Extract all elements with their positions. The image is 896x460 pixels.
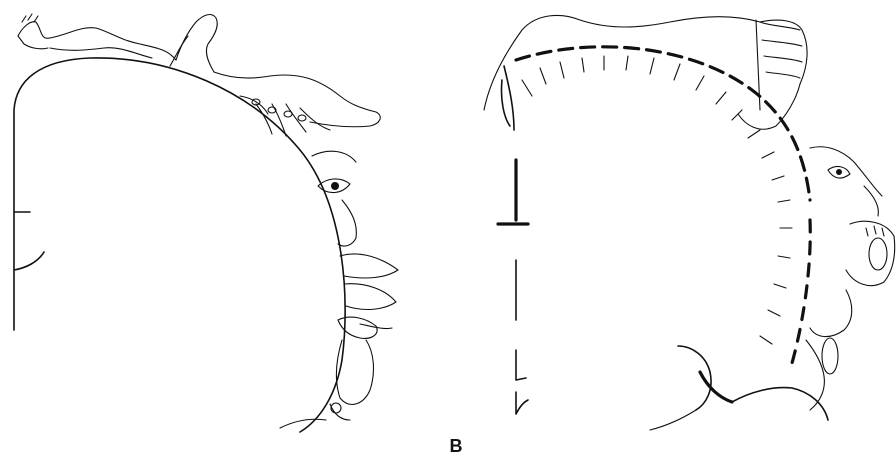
diagram-panel-b [470, 0, 896, 440]
midline-notch [14, 252, 44, 270]
homunculus-drawing-b [470, 0, 896, 440]
fingernail [284, 111, 292, 117]
figure-leg [18, 22, 176, 60]
midline-marker [516, 350, 526, 380]
cortex-dashed-arc [516, 47, 810, 200]
figure-base [280, 419, 326, 428]
figure-hand-b [760, 22, 802, 78]
figure-throat-detail [822, 338, 838, 374]
figure-jaw-b [810, 290, 852, 337]
radial-ticks [522, 56, 792, 344]
figure-toes [22, 14, 38, 22]
figure-chin-detail [331, 403, 341, 413]
cortex-edge-left [504, 66, 514, 130]
figure-pupil [331, 182, 339, 190]
figure-teeth [866, 226, 884, 236]
fingernail [298, 115, 306, 121]
figure-mouth-cavity [869, 238, 887, 270]
figure-lower-lip [344, 284, 396, 310]
figure-throat [336, 340, 373, 404]
figure-shoulder [214, 72, 380, 127]
diagram-panel-a [0, 0, 420, 440]
figure-foot [18, 36, 48, 49]
figure-brow [312, 151, 356, 162]
figure-upper-lip [340, 254, 398, 278]
figure-nose-b [864, 186, 878, 216]
figure-leg-lower [50, 48, 152, 58]
figure-head-b [810, 147, 882, 196]
bottom-junction [700, 372, 732, 402]
panel-b-label: B [436, 436, 476, 457]
cortex-dashed-arc-lower [790, 220, 810, 370]
bottom-form [678, 346, 711, 410]
homunculus-drawing-a [0, 0, 420, 440]
figure-arm [176, 15, 217, 72]
figure-pupil-b [836, 169, 842, 175]
figure-nose [338, 200, 356, 246]
hemisphere-outline [14, 58, 345, 432]
midline-marker [498, 160, 528, 224]
bottom-lobe [732, 388, 828, 420]
bottom-left-edge [650, 410, 696, 430]
midline-marker [516, 392, 528, 414]
